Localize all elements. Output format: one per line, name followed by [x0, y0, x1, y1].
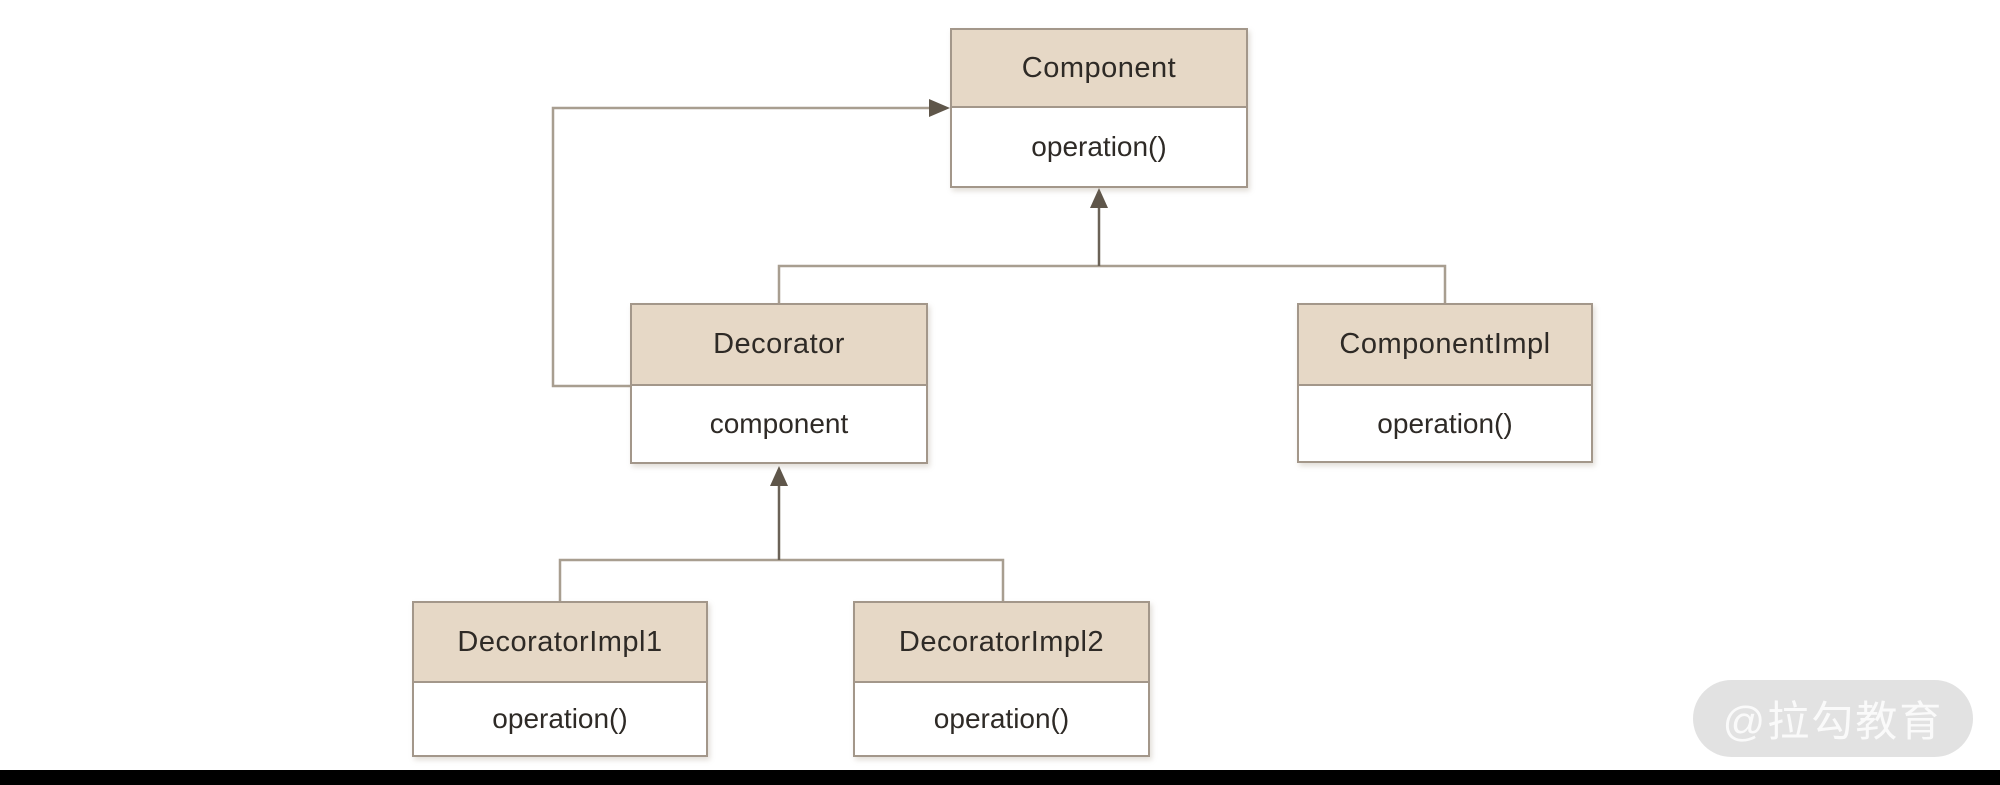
class-name-componentimpl: ComponentImpl: [1299, 305, 1591, 386]
class-box-component: Component operation(): [950, 28, 1248, 188]
class-name-decoratorimpl2: DecoratorImpl2: [855, 603, 1148, 683]
class-member-decoratorimpl2: operation(): [855, 683, 1148, 755]
class-member-componentimpl: operation(): [1299, 386, 1591, 461]
watermark-text: @拉勾教育: [1722, 698, 1944, 745]
bottom-black-bar: [0, 770, 2000, 785]
class-name-decoratorimpl1: DecoratorImpl1: [414, 603, 706, 683]
inheritance-bus-to-component: [777, 188, 1447, 303]
association-arrowhead-right-icon: [929, 99, 950, 117]
class-box-decorator: Decorator component: [630, 303, 928, 464]
class-name-component: Component: [952, 30, 1246, 108]
inheritance-arrowhead-component-icon: [1090, 188, 1108, 208]
class-box-componentimpl: ComponentImpl operation(): [1297, 303, 1593, 463]
watermark-badge: @拉勾教育: [1693, 680, 1973, 757]
class-member-component: operation(): [952, 108, 1246, 186]
association-decorator-to-component: [551, 99, 950, 388]
inheritance-arrowhead-decorator-icon: [770, 466, 788, 486]
inheritance-bus-to-decorator: [558, 466, 1005, 601]
class-member-decorator: component: [632, 386, 926, 462]
class-box-decoratorimpl1: DecoratorImpl1 operation(): [412, 601, 708, 757]
class-box-decoratorimpl2: DecoratorImpl2 operation(): [853, 601, 1150, 757]
class-member-decoratorimpl1: operation(): [414, 683, 706, 755]
class-name-decorator: Decorator: [632, 305, 926, 386]
